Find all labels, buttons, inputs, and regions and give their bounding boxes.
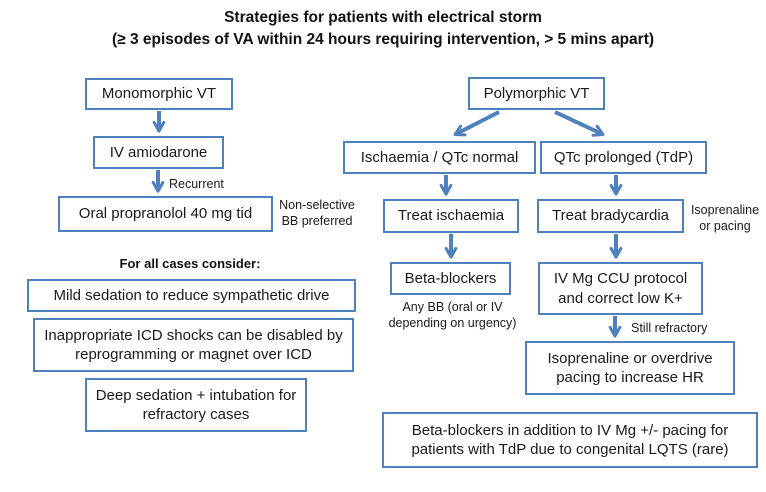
label-any-bb-urgency: Any BB (oral or IV depending on urgency) xyxy=(388,300,517,330)
node-icd-shocks-disabled: Inappropriate ICD shocks can be disabled… xyxy=(33,318,354,372)
node-polymorphic-vt: Polymorphic VT xyxy=(468,77,605,110)
node-qtc-prolonged-tdp: QTc prolonged (TdP) xyxy=(540,141,707,174)
arrow-polymorphic-to-qtc-prolonged xyxy=(554,110,605,137)
node-mild-sedation: Mild sedation to reduce sympathetic driv… xyxy=(27,279,356,312)
page-title: Strategies for patients with electrical … xyxy=(0,7,766,51)
arrow-polymorphic-to-ischaemia xyxy=(453,110,500,137)
label-still-refractory: Still refractory xyxy=(631,321,708,335)
title-line-2: (≥ 3 episodes of VA within 24 hours requ… xyxy=(111,31,655,48)
node-deep-sedation-intubation: Deep sedation + intubation for refractor… xyxy=(85,378,307,432)
node-monomorphic-vt: Monomorphic VT xyxy=(85,78,233,110)
label-recurrent: Recurrent xyxy=(169,177,224,191)
node-iv-amiodarone: IV amiodarone xyxy=(93,136,224,169)
title-line-1: Strategies for patients with electrical … xyxy=(224,9,542,26)
label-non-selective-bb: Non-selective BB preferred xyxy=(279,198,355,228)
node-congenital-lqts-note: Beta-blockers in addition to IV Mg +/- p… xyxy=(382,412,758,468)
label-isoprenaline-or-pacing: Isoprenaline or pacing xyxy=(690,203,760,233)
node-treat-bradycardia: Treat bradycardia xyxy=(537,199,684,233)
node-treat-ischaemia: Treat ischaemia xyxy=(383,199,519,233)
node-ischaemia-qtc-normal: Ischaemia / QTc normal xyxy=(343,141,536,174)
node-isoprenaline-overdrive-pacing: Isoprenaline or overdrive pacing to incr… xyxy=(525,341,735,395)
heading-for-all-cases: For all cases consider: xyxy=(119,256,261,271)
node-beta-blockers: Beta-blockers xyxy=(390,262,511,295)
node-iv-mg-ccu-protocol: IV Mg CCU protocol and correct low K+ xyxy=(538,262,703,315)
node-oral-propranolol: Oral propranolol 40 mg tid xyxy=(58,196,273,232)
